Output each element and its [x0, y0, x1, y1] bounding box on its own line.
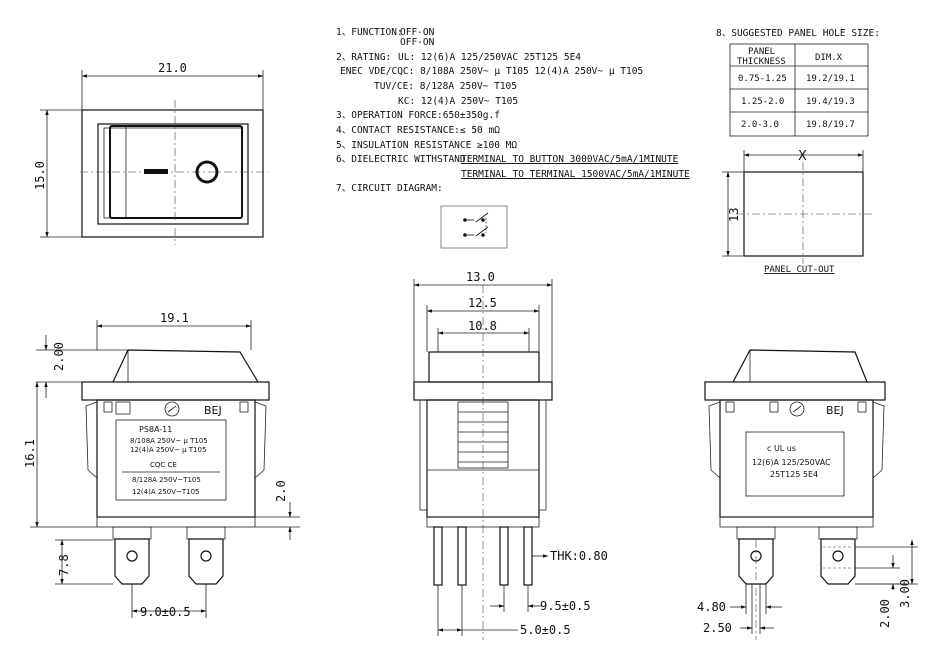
side-width-mid-dim: 12.5 [468, 296, 497, 310]
table-row-dim: 19.8/19.7 [806, 120, 855, 130]
spec-rating-label: 2、RATING: [336, 52, 391, 63]
front-label-line1: 8/108A 250V~ μ T105 [130, 437, 208, 445]
spec-dielectric-1: TERMINAL TO BUTTON 3000VAC/5mA/1MINUTE [461, 154, 679, 165]
spec-rating-kc: KC: 12(4)A 250V~ T105 [398, 96, 518, 107]
panel-hole-table: PANEL THICKNESS DIM.X 0.75-1.25 19.2/19.… [729, 43, 869, 137]
cutout-x-label: X [798, 149, 807, 164]
back-dim-d: 3.00 [898, 579, 912, 608]
side-pitch-a-dim: 9.5±0.5 [540, 599, 591, 613]
back-view: BEJ c UL us 12(6)A 125/250VAC 25T125 5E4… [697, 349, 918, 640]
spec-contact-resistance: 4、CONTACT RESISTANCE:≤ 50 mΩ [336, 125, 500, 136]
front-terminal-left [112, 526, 152, 585]
on-symbol [195, 160, 219, 184]
back-label-plate [745, 431, 845, 497]
spec-function-label: 1、FUNCTION: [336, 27, 403, 38]
table-row-thickness: 0.75-1.25 [738, 74, 787, 84]
circuit-diagram [440, 205, 508, 249]
front-view: BEJ PS8A-11 8/108A 250V~ μ T105 12(4)A 2… [23, 311, 300, 619]
table-row-dim: 19.2/19.1 [806, 74, 855, 84]
front-rocker-height-dim: 2.00 [52, 342, 66, 371]
side-thickness-dim: THK:0.80 [550, 549, 608, 563]
table-row-thickness: 2.0-3.0 [741, 120, 779, 130]
spec-dielectric-label: 6、DIELECTRIC WITHSTAND: [336, 154, 471, 165]
back-label-line1: 12(6)A 125/250VAC [752, 458, 831, 467]
spec-function-value-1: OFF-ON [400, 27, 435, 38]
spec-rating-tuv: TUV/CE: 8/128A 250V~ T105 [374, 81, 517, 92]
back-label-line2: 25T125 5E4 [770, 470, 818, 479]
top-view: 21.0 15.0 [33, 61, 268, 245]
spec-list: 1、FUNCTION: OFF-ON OFF-ON 2、RATING: UL: … [336, 27, 690, 249]
front-terminal-right [186, 526, 226, 585]
table-row-thickness: 1.25-2.0 [741, 97, 784, 107]
cutout-label: PANEL CUT-OUT [764, 265, 835, 275]
back-dim-b: 2.50 [703, 621, 732, 635]
front-terminal-height-dim: 7.8 [57, 554, 71, 576]
table-header-thickness-2: THICKNESS [737, 57, 786, 67]
front-label-model: PS8A-11 [139, 425, 172, 434]
spec-rating-ul: UL: 12(6)A 125/250VAC 25T125 5E4 [398, 52, 581, 63]
front-label-marks: CQC CE [150, 461, 177, 469]
front-label-line4: 12(4)A 250V~T105 [132, 488, 200, 496]
spec-function-value-2: OFF-ON [400, 37, 435, 48]
top-height-dim: 15.0 [33, 161, 47, 190]
side-width-outer-dim: 13.0 [466, 270, 495, 284]
table-row-dim: 19.4/19.3 [806, 97, 855, 107]
table-header-dim: DIM.X [815, 53, 843, 63]
panel-cutout: X 13 PANEL CUT-OUT [722, 149, 872, 275]
front-width-dim: 19.1 [160, 311, 189, 325]
panel-hole-title: 8、SUGGESTED PANEL HOLE SIZE: [716, 28, 880, 39]
panel-hole-section: 8、SUGGESTED PANEL HOLE SIZE: PANEL THICK… [716, 28, 880, 275]
back-terminal-right [818, 526, 858, 585]
front-total-height-dim: 16.1 [23, 439, 37, 468]
spec-dielectric-2: TERMINAL TO TERMINAL 1500VAC/5mA/1MINUTE [461, 169, 690, 180]
front-side-dim: 2.0 [274, 480, 288, 502]
side-pitch-b-dim: 5.0±0.5 [520, 623, 571, 637]
cutout-height-dim: 13 [727, 208, 741, 222]
spec-circuit-label: 7、CIRCUIT DIAGRAM: [336, 183, 443, 194]
off-symbol [144, 169, 168, 174]
front-label-line2: 12(4)A 250V~ μ T105 [130, 446, 206, 454]
front-label-plate [115, 419, 227, 501]
spec-insulation-resistance: 5、INSULATION RESISTANCE ≥100 MΩ [336, 140, 517, 151]
front-brand: BEJ [204, 404, 222, 417]
top-width-dim: 21.0 [158, 61, 187, 75]
side-width-inner-dim: 10.8 [468, 319, 497, 333]
spec-rating-enec: ENEC VDE/CQC: 8/108A 250V~ μ T105 12(4)A… [340, 66, 643, 77]
back-dim-a: 4.80 [697, 600, 726, 614]
back-ul-mark: c UL us [767, 444, 796, 453]
spec-operation-force: 3、OPERATION FORCE:650±350g.f [336, 110, 500, 121]
side-view: 13.0 12.5 10.8 THK:0.80 9.5±0.5 5.0±0.5 [413, 270, 608, 640]
front-label-line3: 8/128A 250V~T105 [132, 476, 201, 484]
front-terminal-pitch-dim: 9.0±0.5 [140, 605, 191, 619]
table-header-thickness-1: PANEL [748, 47, 775, 57]
back-dim-c: 2.00 [878, 599, 892, 628]
back-brand: BEJ [826, 404, 844, 417]
